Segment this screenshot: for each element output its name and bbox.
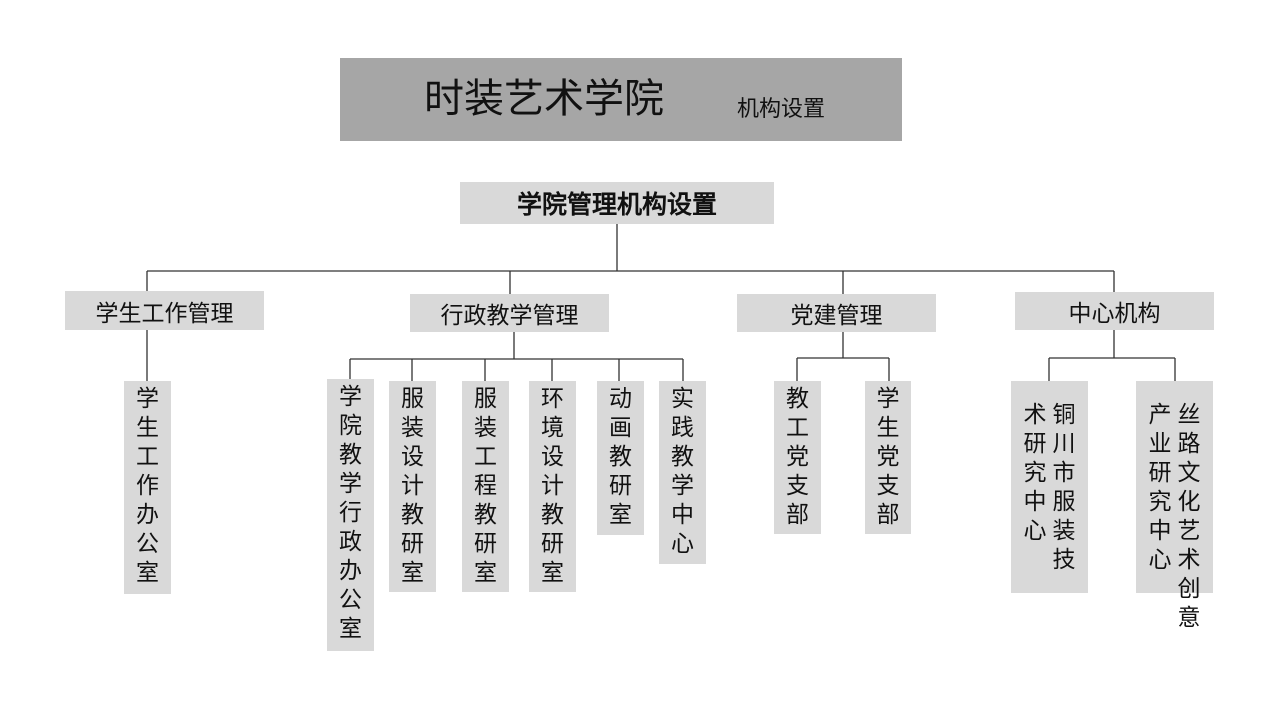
node-text: 学生党支部 [876,386,900,528]
node-practice-center: 实践教学中心 [659,381,706,564]
banner-title: 时装艺术学院 [424,76,664,122]
node-text: 学生工作办公室 [136,386,159,586]
branch-centers: 中心机构 [1015,292,1214,330]
node-fashion-design-office: 服装设计教研室 [389,381,436,592]
node-student-office: 学生工作办公室 [124,381,171,594]
branch-student-affairs: 学生工作管理 [65,291,264,330]
node-silk-road-research-center: 丝路文化艺术创意产业研究中心 [1136,381,1213,631]
node-text: 环境设计教研室 [541,386,564,586]
node-teaching-admin-office: 学院教学行政办公室 [327,379,374,651]
banner-subtitle: 机构设置 [737,97,826,122]
node-text-column: 产业研究中心 [1148,402,1172,573]
node-environment-design-office: 环境设计教研室 [529,381,576,592]
node-fashion-engineering-office: 服装工程教研室 [462,381,509,592]
node-text: 实践教学中心 [671,386,694,557]
node-text-column: 丝路文化艺术创意 [1177,402,1201,631]
node-text-column: 术研究中心 [1023,402,1047,544]
branch-party-building: 党建管理 [737,294,936,332]
root-node: 学院管理机构设置 [460,182,774,224]
title-banner: 时装艺术学院 机构设置 [340,58,902,141]
node-student-party-branch: 学生党支部 [865,381,911,534]
node-animation-office: 动画教研室 [597,381,644,535]
node-text: 服装工程教研室 [474,386,497,586]
node-tongchuan-research-center: 铜川市服装技术研究中心 [1011,381,1088,593]
node-text: 服装设计教研室 [401,386,424,586]
node-staff-party-branch: 教工党支部 [774,381,821,534]
branch-admin-teaching: 行政教学管理 [410,294,609,332]
node-text: 教工党支部 [786,386,809,528]
node-text: 动画教研室 [609,386,632,528]
node-text-column: 铜川市服装技 [1052,402,1076,573]
node-text: 学院教学行政办公室 [339,384,362,642]
